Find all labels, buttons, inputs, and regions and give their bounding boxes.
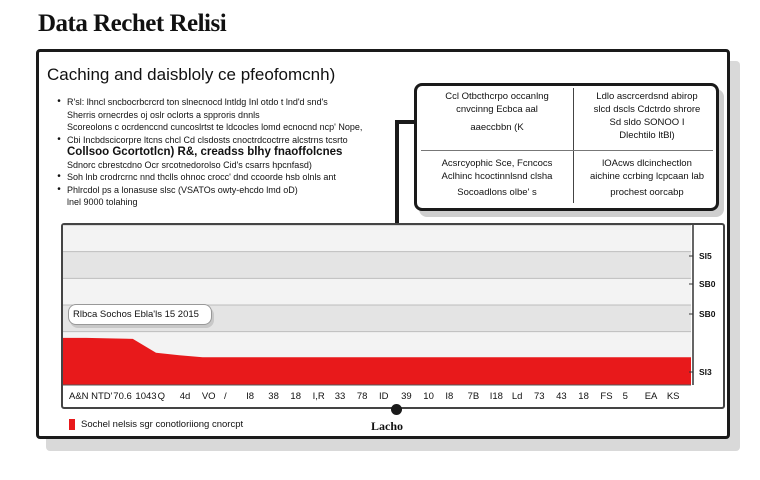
callout-divider-horizontal bbox=[421, 150, 713, 151]
callout-line: Dlechtilo ltBl) bbox=[619, 130, 675, 141]
callout-line: Aclhinc hcoctinnlsnd clsha bbox=[441, 171, 553, 182]
x-tick-label: 10 bbox=[423, 391, 434, 402]
x-tick-label: 33 bbox=[335, 391, 346, 402]
x-tick-label: 78 bbox=[357, 391, 368, 402]
x-tick-label: FS bbox=[600, 391, 612, 402]
x-tick-label: EA bbox=[645, 391, 658, 402]
note-item: Phlrcdol ps a lonasuse slsc (VSATOs owty… bbox=[51, 184, 381, 197]
bullet-icon bbox=[55, 171, 63, 184]
x-tick-label: 5 bbox=[623, 391, 628, 402]
callout-line: Socoadlons olbe' s bbox=[457, 187, 537, 198]
x-tick-label: I18 bbox=[490, 391, 503, 402]
callout-cell-bottom-right: lOAcws dlcinchectlon aichine ccrbing lcp… bbox=[577, 157, 717, 199]
x-tick-label: ID bbox=[379, 391, 389, 402]
x-tick-label: 4d bbox=[180, 391, 191, 402]
callout-table: Ccl Otbcthcrpo occanlng cnvcinng Ecbca a… bbox=[414, 83, 719, 211]
x-tick-label: Ld bbox=[512, 391, 523, 402]
callout-line: Acsrcyophic Sce, Fcncocs bbox=[441, 158, 553, 169]
page-title: Data Rechet Relisi bbox=[38, 10, 227, 37]
y-tick-label: SI5 bbox=[699, 251, 712, 261]
x-tick-label: 39 bbox=[401, 391, 412, 402]
grid-band bbox=[63, 331, 691, 359]
y-tick-label: SB0 bbox=[699, 309, 716, 319]
x-tick-label: I,R bbox=[313, 391, 325, 402]
callout-line: aaeccbbn (K bbox=[470, 122, 524, 133]
x-tick-label: Q bbox=[158, 391, 165, 402]
callout-line: cnvcinng Ecbca aal bbox=[456, 104, 538, 115]
x-tick-label: 7B bbox=[468, 391, 480, 402]
note-text: Scoreolons c ocrdenccnd cuncoslrtst te l… bbox=[67, 122, 363, 132]
legend-swatch bbox=[69, 419, 75, 430]
callout-divider-vertical bbox=[573, 88, 574, 203]
x-tick-label: 38 bbox=[268, 391, 279, 402]
note-item: Collsoo Gcortotlcn) R&, creadss blhy fna… bbox=[51, 146, 381, 159]
grid-band bbox=[63, 278, 691, 305]
callout-line: aichine ccrbing lcpcaan lab bbox=[589, 171, 705, 182]
connector-dot bbox=[391, 404, 402, 415]
callout-line: slcd dscls Cdctrdo shrore bbox=[593, 104, 701, 115]
panel-title: Caching and daisbloly ce pfeofomcnh) bbox=[47, 65, 336, 84]
note-item: Sherris ornecrdes oj oslr oclorts a sppr… bbox=[51, 109, 381, 122]
note-item: R'sl: lhncl sncbocrbcrcrd ton slnecnocd … bbox=[51, 96, 381, 109]
note-text: Phlrcdol ps a lonasuse slsc (VSATOs owty… bbox=[67, 184, 298, 195]
x-tick-label: / bbox=[224, 391, 227, 402]
note-item: lnel 9000 tolahing bbox=[51, 196, 381, 209]
callout-line: prochest oorcabp bbox=[610, 187, 684, 198]
grid-band bbox=[63, 225, 691, 252]
x-tick-label: 18 bbox=[578, 391, 589, 402]
x-axis-caption: Lacho bbox=[371, 419, 404, 433]
callout-line: lOAcws dlcinchectlon bbox=[602, 158, 692, 169]
callout-cell-bottom-left: Acsrcyophic Sce, Fcncocs Aclhinc hcoctin… bbox=[423, 157, 571, 199]
note-text: R'sl: lhncl sncbocrbcrcrd ton slnecnocd … bbox=[67, 97, 328, 107]
grid-band bbox=[63, 251, 691, 279]
area-series bbox=[63, 337, 691, 385]
note-item: Sdnorc cbrestcdno Ocr srcotnedorolso Cid… bbox=[51, 159, 381, 172]
y-tick-label: SB0 bbox=[699, 279, 716, 289]
callout-line: Ldlo ascrcerdsnd abirop bbox=[596, 91, 698, 102]
chart-legend: Sochel nelsis sgr conotloriiong cnorcpt bbox=[69, 419, 243, 430]
note-item: Scoreolons c ocrdenccnd cuncoslrtst te l… bbox=[51, 121, 381, 134]
x-tick-label: A&N bbox=[69, 391, 89, 402]
note-item: Soh lnb crodrcrnc nnd thclls ohnoc crocc… bbox=[51, 171, 381, 184]
callout-cell-top-right: Ldlo ascrcerdsnd abirop slcd dscls Cdctr… bbox=[577, 90, 717, 142]
note-text: lnel 9000 tolahing bbox=[67, 197, 138, 207]
x-tick-label: 70.6 bbox=[113, 391, 131, 402]
callout-line: Sd sldo SONOO I bbox=[609, 117, 685, 128]
x-tick-label: I8 bbox=[445, 391, 453, 402]
bullet-icon bbox=[55, 134, 63, 147]
chart-tooltip: Rlbca Sochos Ebla'ls 15 2015 bbox=[68, 304, 212, 325]
y-tick-label: SI3 bbox=[699, 367, 712, 377]
x-tick-label: 1043 bbox=[135, 391, 156, 402]
x-tick-label: VO bbox=[202, 391, 216, 402]
callout-cell-top-left: Ccl Otbcthcrpo occanlng cnvcinng Ecbca a… bbox=[423, 90, 571, 134]
x-tick-label: 43 bbox=[556, 391, 567, 402]
legend-label: Sochel nelsis sgr conotloriiong cnorcpt bbox=[81, 419, 244, 430]
note-text: Cbi Incbdscicorpre ltcns chcl Cd clsdost… bbox=[67, 134, 348, 145]
x-tick-label: I8 bbox=[246, 391, 254, 402]
x-tick-label: 73 bbox=[534, 391, 545, 402]
note-item: Cbi Incbdscicorpre ltcns chcl Cd clsdost… bbox=[51, 134, 381, 147]
bullet-icon bbox=[55, 96, 63, 109]
connector-line-top bbox=[395, 120, 415, 124]
callout-line: Ccl Otbcthcrpo occanlng bbox=[445, 91, 549, 102]
note-text: Sherris ornecrdes oj oslr oclorts a sppr… bbox=[67, 109, 260, 120]
note-text: Collsoo Gcortotlcn) R&, creadss blhy fna… bbox=[67, 146, 343, 158]
note-text: Soh lnb crodrcrnc nnd thclls ohnoc crocc… bbox=[67, 172, 336, 182]
x-tick-label: NTD' bbox=[91, 391, 113, 402]
notes-list: R'sl: lhncl sncbocrbcrcrd ton slnecnocd … bbox=[51, 96, 381, 209]
x-tick-label: KS bbox=[667, 391, 680, 402]
note-text: Sdnorc cbrestcdno Ocr srcotnedorolso Cid… bbox=[67, 159, 312, 170]
bullet-icon bbox=[55, 184, 63, 197]
results-panel: Caching and daisbloly ce pfeofomcnh) R's… bbox=[36, 49, 730, 439]
x-tick-label: 18 bbox=[290, 391, 301, 402]
